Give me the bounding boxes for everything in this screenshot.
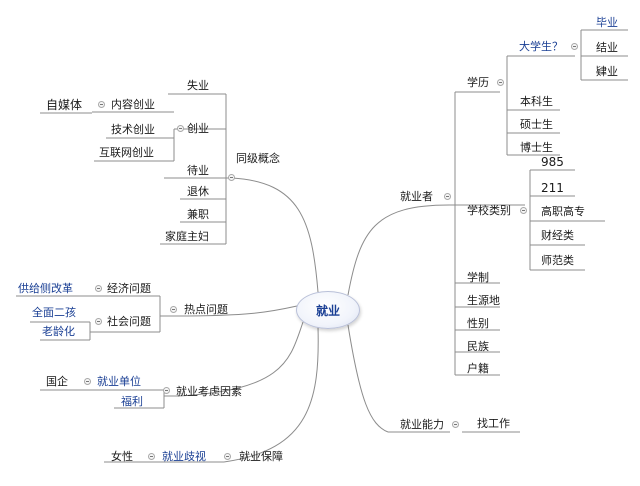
node-gongji[interactable]: 供给侧改革 <box>18 282 73 295</box>
node-chuangye[interactable]: 创业 <box>187 122 209 135</box>
node-shuoshi[interactable]: 硕士生 <box>520 118 553 131</box>
node-redian[interactable]: 热点问题 <box>184 303 228 316</box>
collapse-icon[interactable] <box>95 285 102 292</box>
collapse-icon[interactable] <box>497 79 504 86</box>
node-jiating[interactable]: 家庭主妇 <box>165 230 209 243</box>
node-zhaogongzuo[interactable]: 找工作 <box>477 417 510 430</box>
node-jiuyezhe[interactable]: 就业者 <box>400 190 433 203</box>
node-neirong[interactable]: 内容创业 <box>111 98 155 111</box>
link-baozhang <box>223 326 319 463</box>
node-xingbie[interactable]: 性别 <box>467 317 489 330</box>
node-guoqi[interactable]: 国企 <box>46 375 68 388</box>
node-shehui[interactable]: 社会问题 <box>107 315 151 328</box>
node-danwei[interactable]: 就业单位 <box>97 375 141 388</box>
collapse-icon[interactable] <box>444 193 451 200</box>
node-daxuesheng[interactable]: 大学生？ <box>519 40 563 53</box>
node-xuezhi[interactable]: 学制 <box>467 271 489 284</box>
node-daiye[interactable]: 待业 <box>187 164 209 177</box>
root-node[interactable]: 就业 <box>296 291 360 329</box>
root-label: 就业 <box>315 303 340 318</box>
link-jiuyezhe <box>347 204 450 296</box>
node-benke[interactable]: 本科生 <box>520 95 553 108</box>
node-xueli[interactable]: 学历 <box>467 76 489 89</box>
node-leibie-4[interactable]: 财经类 <box>541 229 574 242</box>
node-leibie-5[interactable]: 师范类 <box>541 254 574 267</box>
collapse-icon[interactable] <box>148 453 155 460</box>
collapse-icon[interactable] <box>163 387 170 394</box>
node-nengli[interactable]: 就业能力 <box>400 418 444 431</box>
node-baozhang[interactable]: 就业保障 <box>239 450 283 463</box>
node-jianzhi[interactable]: 兼职 <box>187 208 209 221</box>
node-qishi[interactable]: 就业歧视 <box>162 450 206 463</box>
collapse-icon[interactable] <box>452 421 459 428</box>
node-nvxing[interactable]: 女性 <box>111 450 133 463</box>
node-zimeiti[interactable]: 自媒体 <box>46 98 83 112</box>
collapse-icon[interactable] <box>520 207 527 214</box>
node-sye[interactable]: 肄业 <box>596 65 618 78</box>
node-minzu[interactable]: 民族 <box>467 340 489 353</box>
node-shengyuandi[interactable]: 生源地 <box>467 294 500 307</box>
node-tuixiu[interactable]: 退休 <box>187 185 209 198</box>
collapse-icon[interactable] <box>224 453 231 460</box>
node-jieye[interactable]: 结业 <box>596 41 618 54</box>
node-leibie-1[interactable]: 985 <box>541 155 564 169</box>
node-shiye[interactable]: 失业 <box>187 79 209 92</box>
collapse-icon[interactable] <box>98 101 105 108</box>
collapse-icon[interactable] <box>571 43 578 50</box>
node-kaolv[interactable]: 就业考虑因素 <box>176 385 242 398</box>
node-fuli[interactable]: 福利 <box>121 395 143 408</box>
link-redian <box>174 305 298 317</box>
node-leibie-2[interactable]: 211 <box>541 181 564 195</box>
node-tongji[interactable]: 同级概念 <box>236 152 280 165</box>
node-biye[interactable]: 毕业 <box>596 16 618 29</box>
collapse-icon[interactable] <box>84 378 91 385</box>
node-laoling[interactable]: 老龄化 <box>42 325 75 338</box>
collapse-icon[interactable] <box>177 125 184 132</box>
link-tongji <box>231 177 319 293</box>
node-huji[interactable]: 户籍 <box>467 362 489 375</box>
collapse-icon[interactable] <box>228 174 235 181</box>
link-kaolv <box>177 321 304 397</box>
node-boshi[interactable]: 博士生 <box>520 141 553 154</box>
node-jingji[interactable]: 经济问题 <box>107 282 151 295</box>
node-jishu[interactable]: 技术创业 <box>111 123 155 136</box>
collapse-icon[interactable] <box>170 306 177 313</box>
node-leibie-3[interactable]: 高职高专 <box>541 205 585 218</box>
node-leibie[interactable]: 学校类别 <box>467 204 511 217</box>
link-nengli <box>347 324 389 433</box>
collapse-icon[interactable] <box>95 318 102 325</box>
node-erhai[interactable]: 全面二孩 <box>32 306 76 319</box>
node-hulianwang[interactable]: 互联网创业 <box>99 146 154 159</box>
